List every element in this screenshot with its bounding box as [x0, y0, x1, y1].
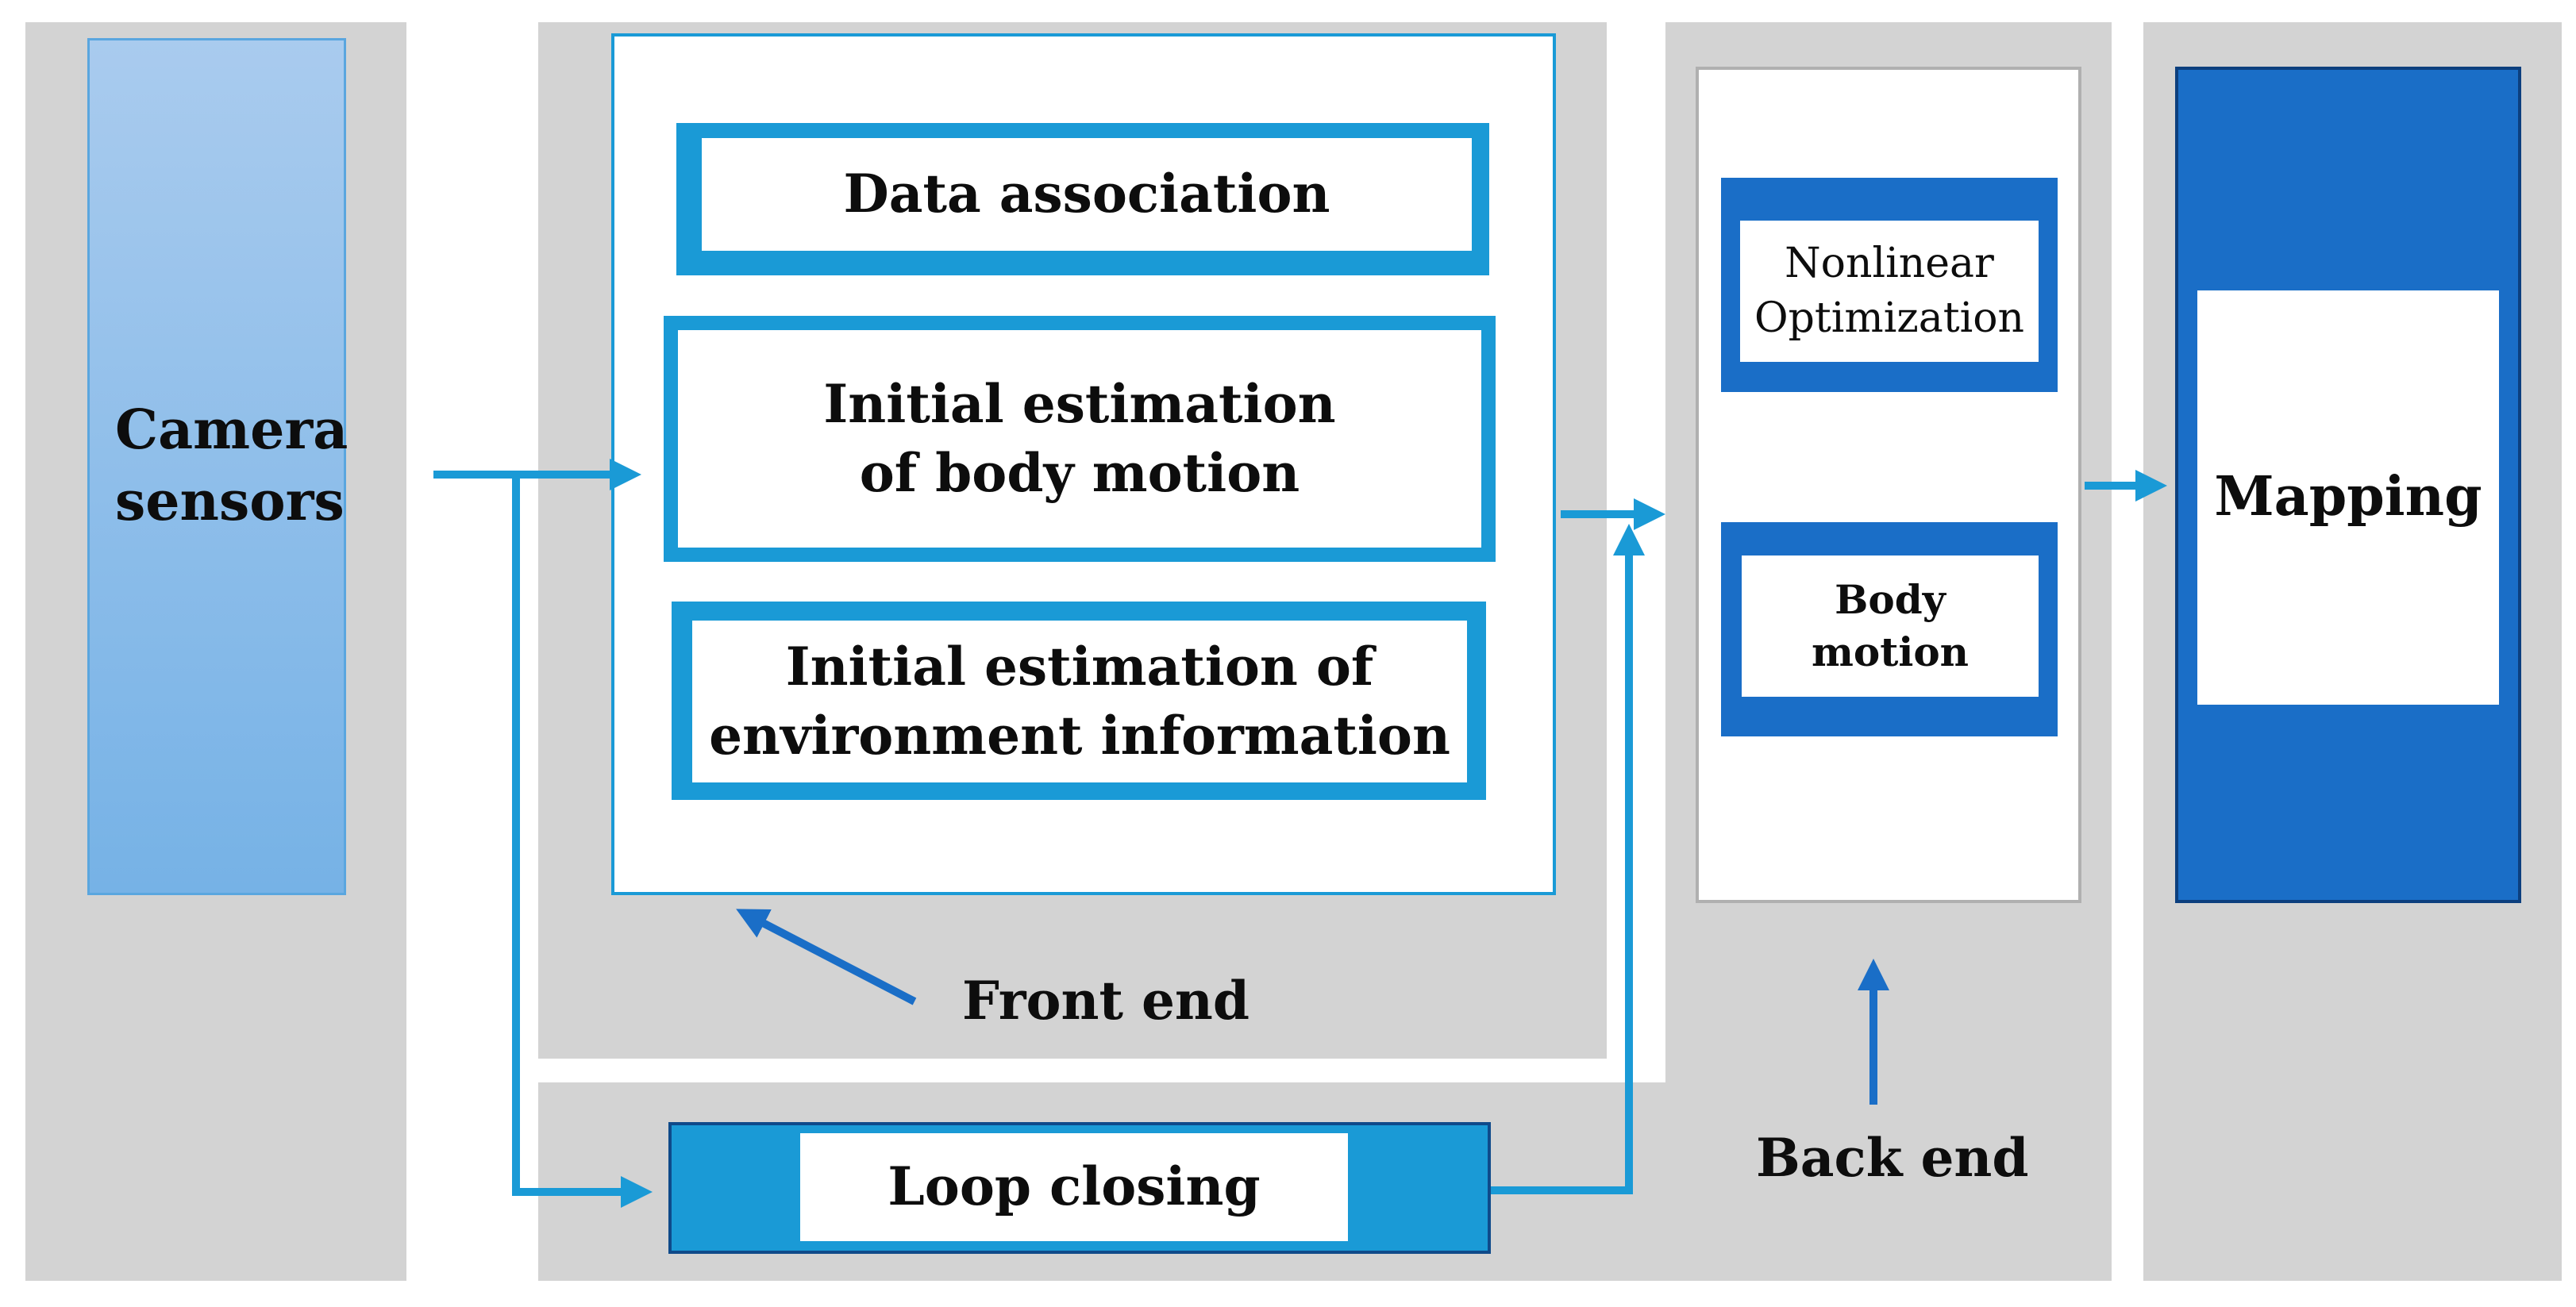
loop-closing-inner: Loop closing [800, 1133, 1348, 1241]
body-motion-label: Body motion [1811, 576, 1970, 675]
initial-environment-inner: Initial estimation of environment inform… [692, 621, 1467, 782]
camera-sensors-box: Camera sensors [87, 38, 348, 895]
loop-closing-label: Loop closing [888, 1155, 1261, 1218]
mapping-inner: Mapping [2197, 290, 2499, 705]
body-motion-inner: Body motion [1742, 555, 2039, 697]
mapping-label: Mapping [2214, 465, 2482, 529]
initial-environment-label: Initial estimation of environment inform… [709, 635, 1450, 767]
data-association-label: Data association [843, 163, 1330, 225]
front-end-label: Front end [962, 970, 1250, 1032]
back-end-label: Back end [1756, 1127, 2029, 1189]
nonlinear-optimization-label: Nonlinear Optimization [1754, 240, 2025, 342]
data-association-inner: Data association [702, 138, 1472, 251]
initial-body-motion-label: Initial estimation of body motion [823, 372, 1336, 504]
initial-body-motion-box: Initial estimation of body motion [664, 316, 1496, 562]
camera-sensors-label: Camera sensors [115, 398, 348, 533]
nonlinear-optimization-inner: Nonlinear Optimization [1740, 221, 2039, 362]
